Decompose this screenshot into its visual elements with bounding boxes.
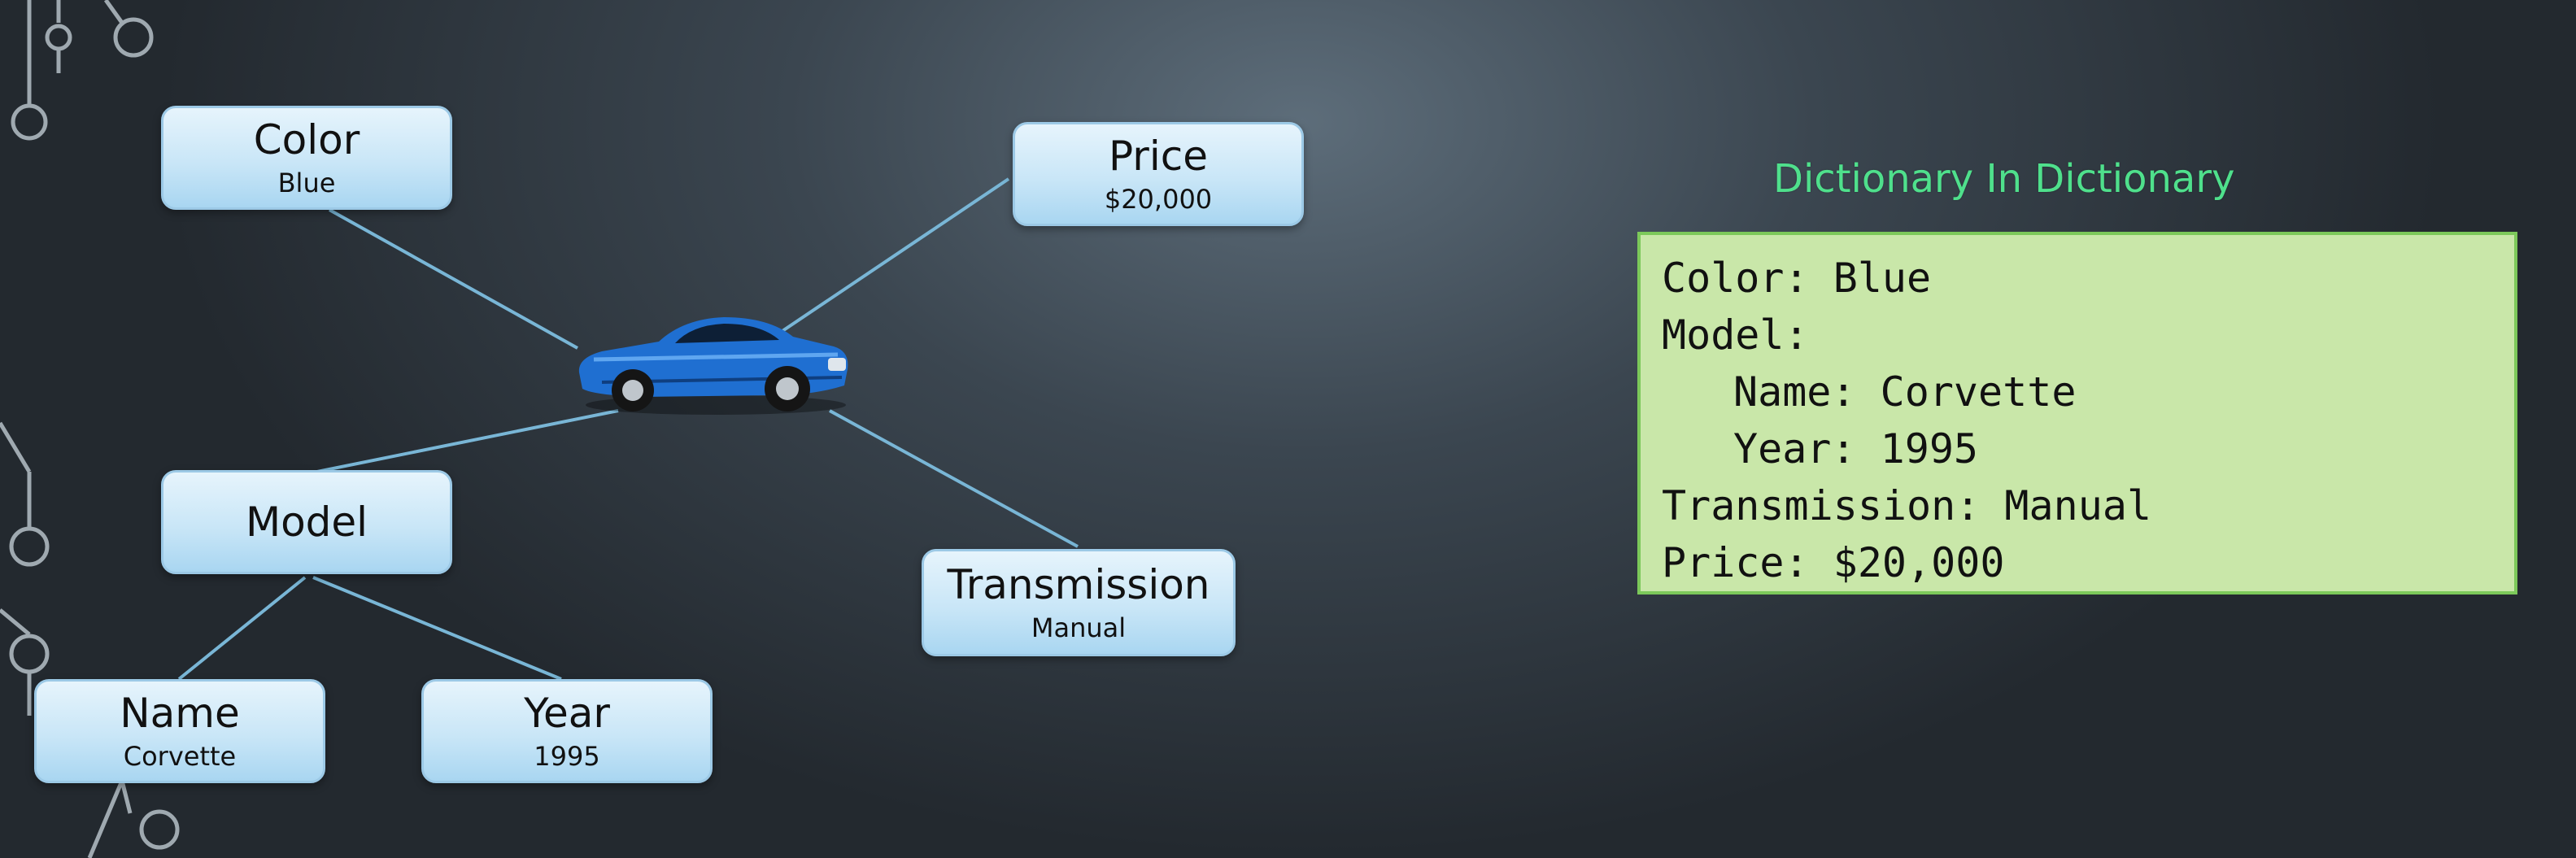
connector-year: [312, 576, 562, 681]
code-line-transmission: Transmission: Manual: [1662, 482, 2152, 529]
code-line-color: Color: Blue: [1662, 255, 1932, 302]
node-model: Model: [161, 470, 452, 574]
connector-model: [316, 409, 619, 473]
connector-price: [771, 177, 1010, 339]
node-price-value: $20,000: [1104, 184, 1213, 215]
node-model-key: Model: [245, 499, 368, 546]
panel-title: Dictionary In Dictionary: [1773, 156, 2235, 202]
node-transmission: Transmission Manual: [922, 549, 1236, 656]
node-price: Price $20,000: [1013, 122, 1304, 226]
node-name-key: Name: [120, 690, 240, 737]
connector-color: [329, 208, 578, 350]
node-year-key: Year: [524, 690, 610, 737]
connector-transmission: [829, 409, 1079, 548]
connector-name: [177, 576, 307, 681]
node-year: Year 1995: [421, 679, 713, 783]
car-icon: [578, 317, 848, 415]
node-color: Color Blue: [161, 106, 452, 210]
node-price-key: Price: [1109, 133, 1208, 180]
code-line-year: Year: 1995: [1733, 425, 1979, 473]
node-year-value: 1995: [534, 741, 600, 772]
dictionary-code-box: Color: Blue Model: Name: Corvette Year: …: [1637, 232, 2517, 595]
code-line-name: Name: Corvette: [1733, 368, 2077, 416]
node-name-value: Corvette: [123, 741, 237, 772]
node-color-value: Blue: [277, 168, 336, 198]
node-color-key: Color: [253, 116, 360, 163]
code-line-model: Model:: [1662, 311, 1809, 359]
node-transmission-key: Transmission: [947, 561, 1210, 608]
node-name: Name Corvette: [34, 679, 325, 783]
code-line-price: Price: $20,000: [1662, 539, 2005, 586]
node-transmission-value: Manual: [1031, 612, 1127, 643]
